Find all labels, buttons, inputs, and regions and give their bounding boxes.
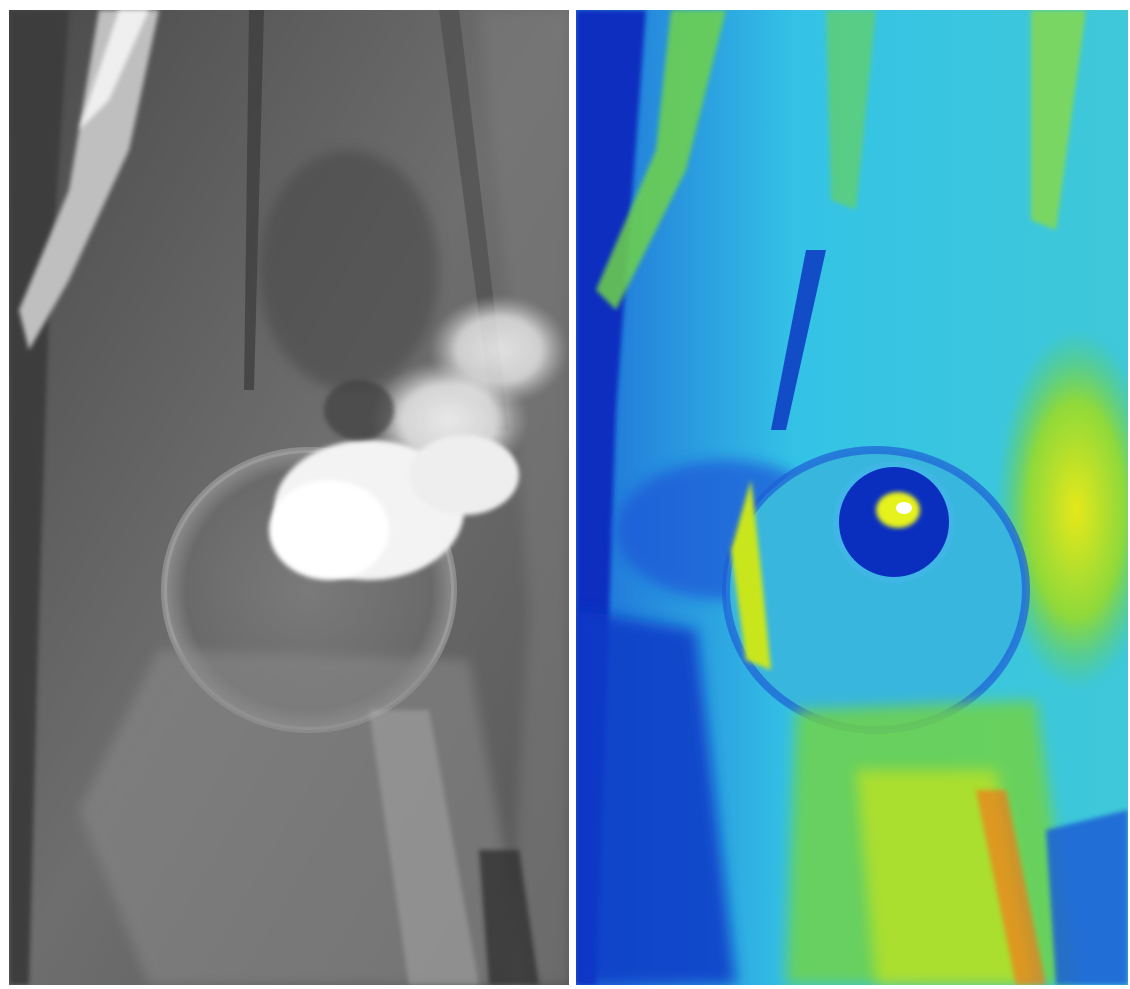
volcanic-plume [269, 295, 569, 580]
grayscale-satellite-image [9, 10, 569, 985]
false-color-satellite-image [576, 10, 1128, 985]
inner-crater [833, 461, 955, 583]
false-color-satellite-panel [576, 10, 1128, 985]
grayscale-satellite-panel [9, 10, 569, 985]
